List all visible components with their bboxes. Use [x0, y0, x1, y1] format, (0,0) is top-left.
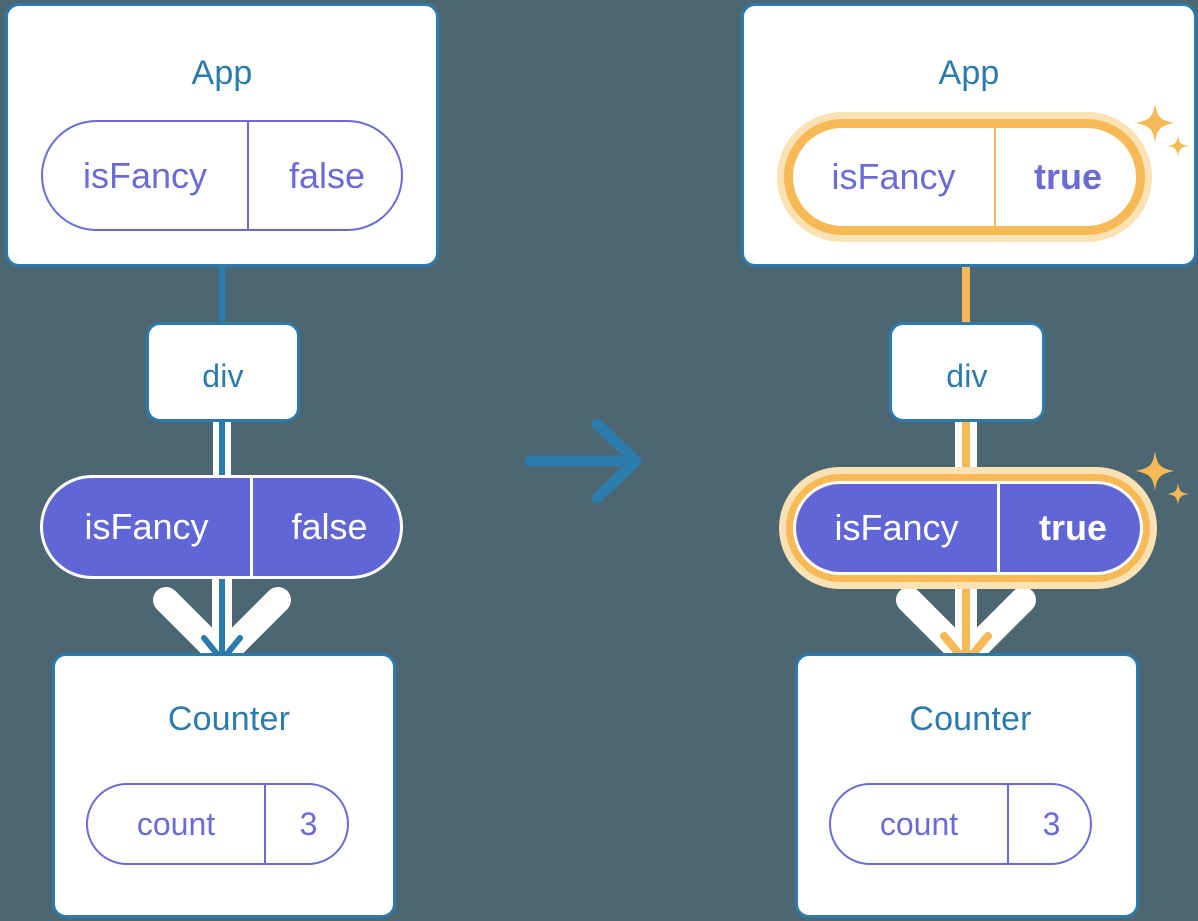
count-value: 3 — [264, 785, 347, 863]
counter-card-title: Counter — [167, 700, 291, 738]
arrow-pill-to-counter-left — [153, 570, 291, 669]
app-card-title: App — [938, 54, 1000, 92]
arrow-right-icon — [524, 418, 642, 504]
prop-value: true — [997, 484, 1140, 572]
app-state-pill-before[interactable]: isFancy false — [41, 120, 403, 231]
arrow-pill-to-counter-right — [896, 566, 1036, 670]
div-card-title: div — [202, 358, 244, 394]
state-value: true — [994, 128, 1136, 226]
app-state-pill-after[interactable]: isFancy true — [791, 126, 1138, 228]
panel-before: App isFancy false div isFancy false Coun… — [0, 0, 458, 921]
count-name: count — [879, 805, 959, 842]
prop-value: false — [250, 478, 400, 576]
div-card-title: div — [946, 358, 988, 394]
prop-name: isFancy — [84, 506, 209, 547]
counter-state-pill-before[interactable]: count 3 — [86, 783, 349, 865]
prop-pill-before[interactable]: isFancy false — [40, 475, 403, 579]
counter-state-pill-after[interactable]: count 3 — [829, 783, 1092, 865]
prop-name: isFancy — [834, 507, 959, 548]
state-name: isFancy — [831, 156, 956, 197]
counter-card-title: Counter — [909, 700, 1032, 738]
prop-pill-after[interactable]: isFancy true — [793, 481, 1143, 575]
panel-after: App isFancy true div isFancy true Counte… — [740, 0, 1198, 921]
state-name: isFancy — [82, 154, 208, 196]
div-card-before: div — [146, 322, 300, 422]
app-card-title: App — [191, 54, 253, 92]
state-value: false — [247, 122, 401, 229]
count-value: 3 — [1007, 785, 1090, 863]
div-card-after: div — [889, 322, 1045, 422]
count-name: count — [136, 805, 216, 842]
